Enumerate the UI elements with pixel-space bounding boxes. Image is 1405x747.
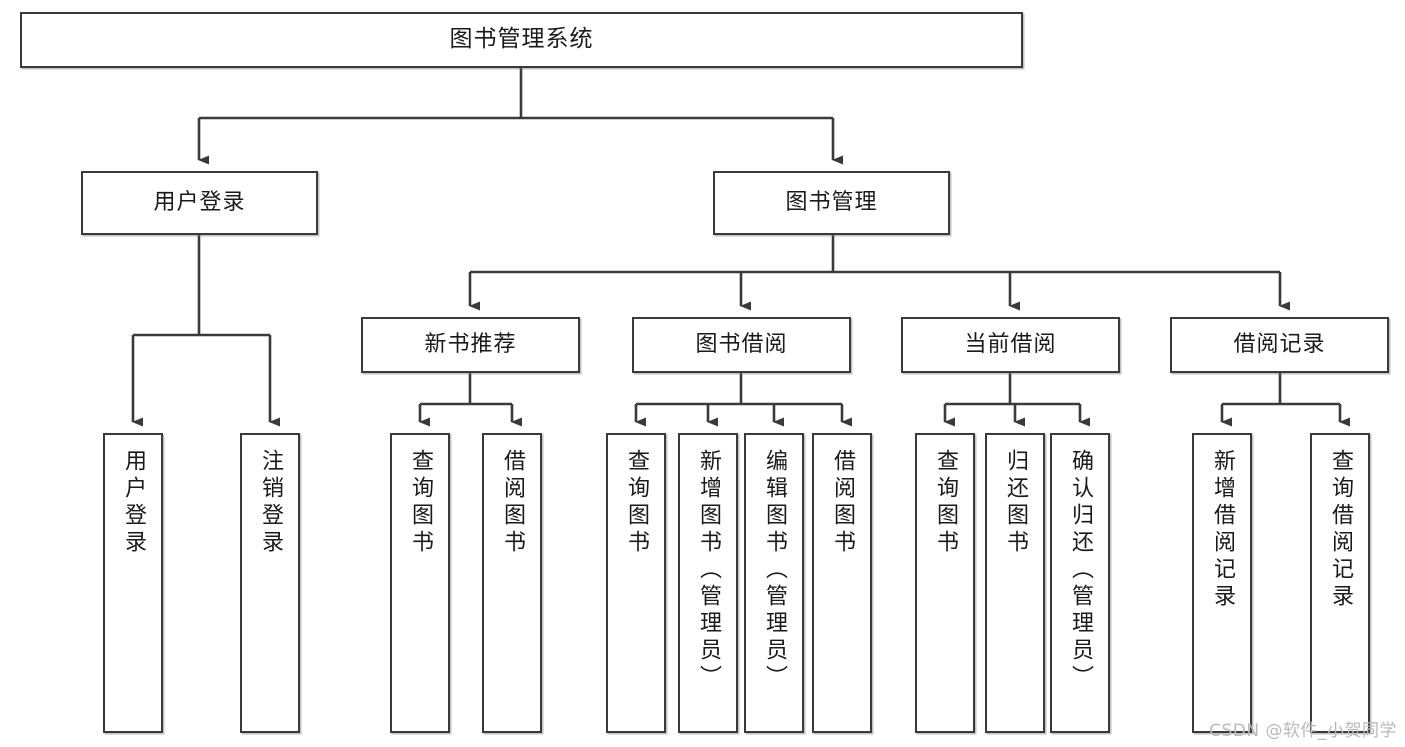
node-leaf-add-borrow-record[interactable]: 新增借阅记录 [1192, 433, 1252, 733]
node-user-login-label: 用户登录 [153, 189, 246, 215]
node-root[interactable]: 图书管理系统 [20, 12, 1023, 68]
node-leaf-add-book-admin[interactable]: 新增图书（管理员） [678, 433, 738, 733]
node-leaf-query-book-1[interactable]: 查询图书 [390, 433, 450, 733]
node-new-book-recommend[interactable]: 新书推荐 [361, 317, 580, 373]
node-leaf-query-book-2[interactable]: 查询图书 [606, 433, 666, 733]
node-leaf-query-borrow-record-label: 查询借阅记录 [1328, 449, 1353, 611]
node-leaf-edit-book-admin[interactable]: 编辑图书（管理员） [744, 433, 804, 733]
node-root-label: 图书管理系统 [449, 26, 594, 53]
node-leaf-query-borrow-record[interactable]: 查询借阅记录 [1310, 433, 1370, 733]
node-leaf-borrow-book-2[interactable]: 借阅图书 [812, 433, 872, 733]
node-leaf-logout-label: 注销登录 [258, 449, 283, 557]
node-borrow-record[interactable]: 借阅记录 [1170, 317, 1389, 373]
node-book-borrow-label: 图书借阅 [695, 331, 788, 357]
node-current-borrow[interactable]: 当前借阅 [901, 317, 1120, 373]
node-leaf-query-book-1-label: 查询图书 [408, 449, 433, 557]
node-leaf-return-book-label: 归还图书 [1003, 449, 1028, 557]
node-leaf-user-login-label: 用户登录 [121, 449, 146, 557]
node-current-borrow-label: 当前借阅 [964, 331, 1057, 357]
node-leaf-query-book-3[interactable]: 查询图书 [915, 433, 975, 733]
node-user-login[interactable]: 用户登录 [81, 171, 318, 235]
node-leaf-confirm-return-admin-label: 确认归还（管理员） [1068, 449, 1093, 692]
node-leaf-query-book-2-label: 查询图书 [624, 449, 649, 557]
node-new-book-recommend-label: 新书推荐 [424, 331, 517, 357]
node-leaf-borrow-book-2-label: 借阅图书 [830, 449, 855, 557]
node-leaf-borrow-book-1-label: 借阅图书 [500, 449, 525, 557]
node-book-management[interactable]: 图书管理 [713, 171, 950, 235]
node-leaf-return-book[interactable]: 归还图书 [985, 433, 1045, 733]
node-book-management-label: 图书管理 [785, 189, 878, 215]
node-leaf-add-borrow-record-label: 新增借阅记录 [1210, 449, 1235, 611]
node-leaf-query-book-3-label: 查询图书 [933, 449, 958, 557]
node-leaf-logout[interactable]: 注销登录 [240, 433, 300, 733]
watermark: CSDN @软件_小贺同学 [1209, 721, 1397, 741]
node-book-borrow[interactable]: 图书借阅 [632, 317, 851, 373]
node-leaf-user-login[interactable]: 用户登录 [103, 433, 163, 733]
node-borrow-record-label: 借阅记录 [1233, 331, 1326, 357]
node-leaf-edit-book-admin-label: 编辑图书（管理员） [762, 449, 787, 692]
node-leaf-add-book-admin-label: 新增图书（管理员） [696, 449, 721, 692]
node-leaf-confirm-return-admin[interactable]: 确认归还（管理员） [1050, 433, 1110, 733]
node-leaf-borrow-book-1[interactable]: 借阅图书 [482, 433, 542, 733]
